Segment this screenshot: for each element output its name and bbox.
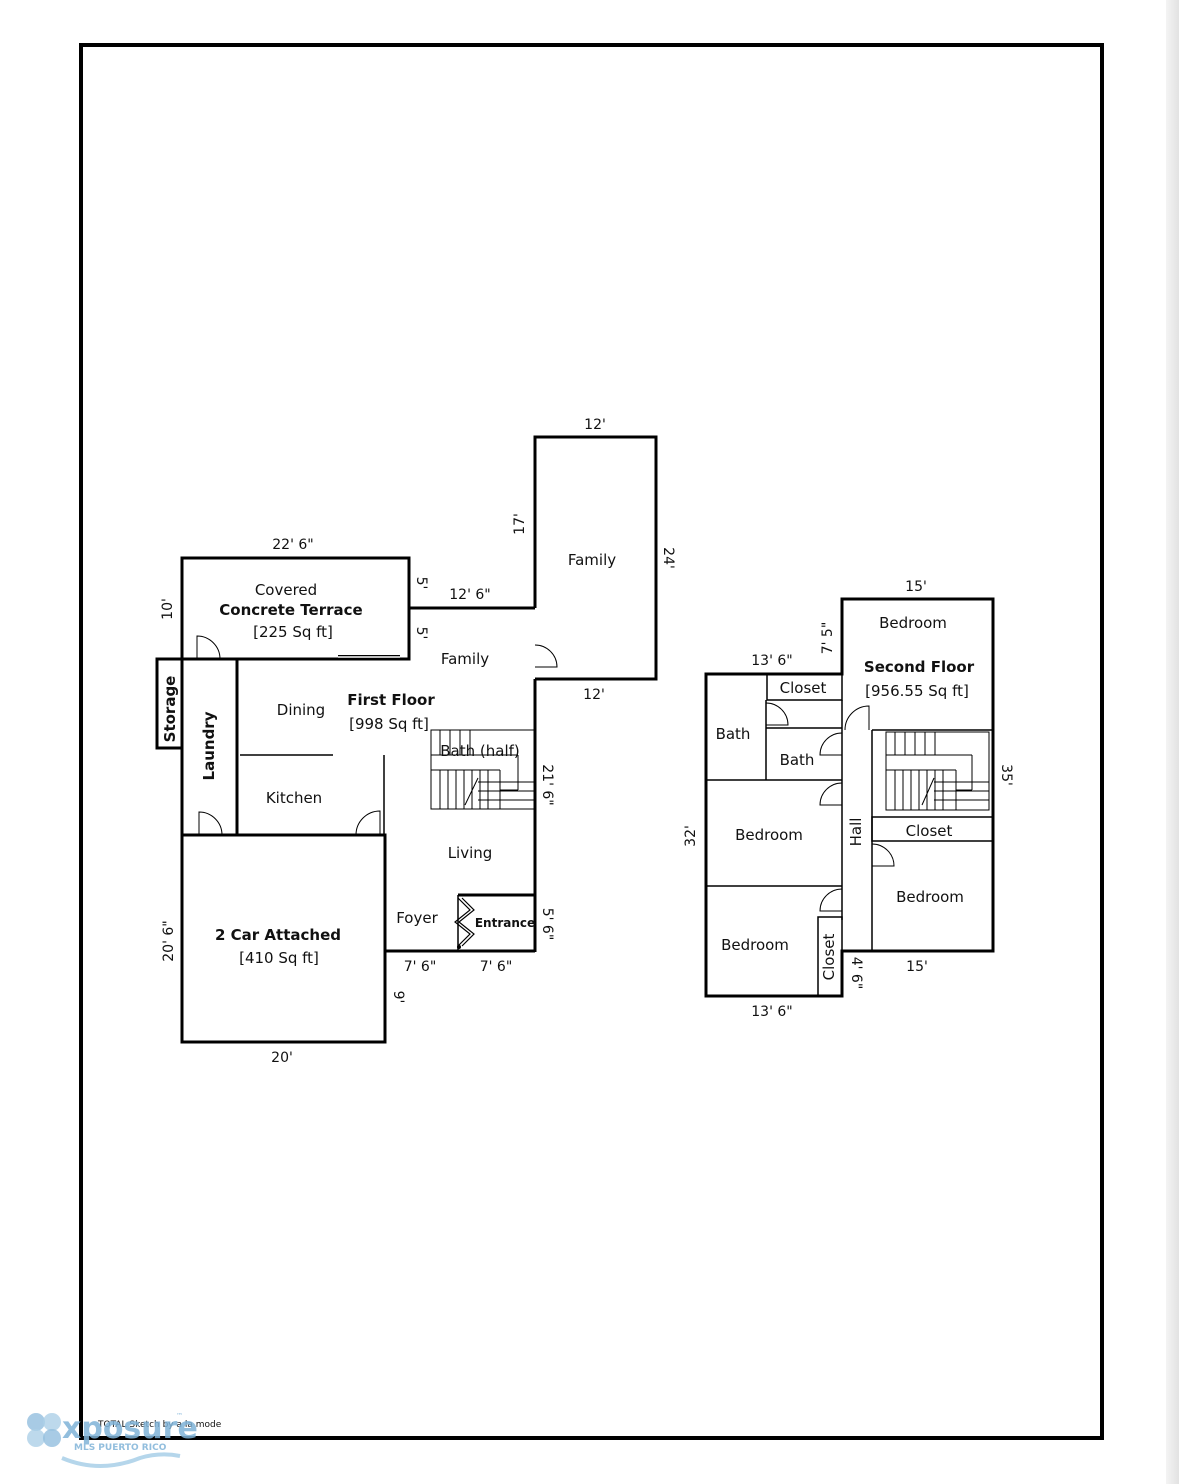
dim-family-bottom: 12' [583,687,605,703]
family-lower-label: Family [441,650,489,668]
second-floor-dimensions: 15' 7' 5" 13' 6" 32' 35' 15' 4' 6" 13' 6… [683,579,1014,1020]
dim-living-right: 21' 6" [539,764,555,805]
dim-sf-upper-left: 7' 5" [820,622,836,655]
logo-subtitle: MLS PUERTO RICO [74,1443,167,1453]
dim-terrace-top: 22' 6" [272,537,313,553]
closet-right-label: Closet [906,822,953,840]
dim-terrace-right-a: 5' [413,577,429,590]
closet-bottom-label: Closet [820,934,838,981]
first-floor-area: [998 Sq ft] [349,715,429,733]
dim-family-top: 12' [584,417,606,433]
dim-foyer-bottom: 7' 6" [404,959,437,975]
second-floor-plan [704,597,995,998]
bath-inner-label: Bath [780,751,815,769]
terrace-area: [225 Sq ft] [253,623,333,641]
bath-left-door-swing [765,702,789,726]
bath-left-label: Bath [716,725,751,743]
footer: TOTAL Sketch by a la mode xposure ™ MLS … [27,1411,222,1468]
garage-area: [410 Sq ft] [239,949,319,967]
bottom-bedroom-door-swing [819,888,843,912]
bedroom-mid-left-label: Bedroom [735,826,803,844]
family-upper-label: Family [568,551,616,569]
dim-sf-bottom-left: 13' 6" [751,1004,792,1020]
garage-label: 2 Car Attached [215,926,341,944]
dim-terrace-left: 10' [160,598,176,620]
bedroom-top-label: Bedroom [879,614,947,632]
second-floor-labels: Bedroom Second Floor [956.55 Sq ft] Clos… [716,614,975,980]
dining-label: Dining [277,701,325,719]
family-door-swing [534,644,558,668]
dim-garage-bottom: 20' [271,1050,293,1066]
second-floor-stairs [885,731,990,811]
mid-bedroom-door-swing [819,782,843,806]
terrace-door-swing [196,635,221,660]
dim-sf-bottom-right: 15' [906,959,928,975]
entrance-label: Entrance [475,916,535,930]
dim-sf-step: 4' 6" [848,957,864,990]
xposure-logo: xposure ™ MLS PUERTO RICO [27,1411,198,1468]
second-floor-area: [956.55 Sq ft] [865,682,969,700]
dim-entrance-right: 5' 6" [539,908,555,941]
first-floor-plan [155,435,658,1044]
sketch-credit: TOTAL Sketch by a la mode [97,1420,222,1430]
second-floor-title: Second Floor [864,658,975,676]
first-floor-stairs [430,729,535,810]
dim-sf-left-top: 13' 6" [751,653,792,669]
top-closet-walls [766,673,843,701]
living-label: Living [448,844,493,862]
bottom-closet-walls [817,916,843,997]
logo-wave-icon [61,1452,181,1468]
terrace-label-line2: Concrete Terrace [219,601,362,619]
right-bedroom-door-swing [871,843,895,867]
right-closet-walls [871,816,994,842]
closet-top-label: Closet [780,679,827,697]
dim-family-left: 17' [512,513,528,535]
family-upper-walls [533,435,658,681]
laundry-door-swing [198,811,223,836]
bedroom-bottom-left-label: Bedroom [721,936,789,954]
page-edge-shadow [1166,0,1179,1484]
dim-sf-top: 15' [905,579,927,595]
bath-half-label: Bath (half) [440,742,520,760]
kitchen-label: Kitchen [266,789,322,807]
entrance-bifold-door [454,897,471,947]
dim-sf-right-side: 35' [998,764,1014,786]
dim-garage-right: 9' [390,991,406,1004]
garage-walls [180,833,387,1044]
logo-wordmark: xposure [62,1411,198,1446]
upper-bedroom-door-swing [844,705,870,731]
logo-trademark: ™ [176,1412,183,1420]
bath-inner-door-swing [819,732,843,756]
first-floor-dimensions: 22' 6" 10' 5' 5' 12' 6" 12' 17' 24' 12' … [160,417,676,1066]
page-frame [79,43,1104,1440]
kitchen-door-swing [355,810,381,836]
first-floor-title: First Floor [347,691,435,709]
laundry-label: Laundry [200,711,218,780]
dim-family-right: 24' [660,547,676,569]
first-floor-labels: Covered Concrete Terrace [225 Sq ft] Fam… [161,551,616,967]
dim-garage-left: 20' 6" [161,920,177,961]
hall-label: Hall [847,818,865,847]
foyer-label: Foyer [396,909,438,927]
terrace-label-line1: Covered [255,581,317,599]
dim-entrance-bottom: 7' 6" [480,959,513,975]
logo-x-mark-icon [27,1413,61,1447]
dim-terrace-right-b: 5' [413,627,429,640]
storage-label: Storage [161,676,179,743]
bedroom-right-label: Bedroom [896,888,964,906]
dim-sf-left-side: 32' [683,825,699,847]
dim-family-link: 12' 6" [449,587,490,603]
